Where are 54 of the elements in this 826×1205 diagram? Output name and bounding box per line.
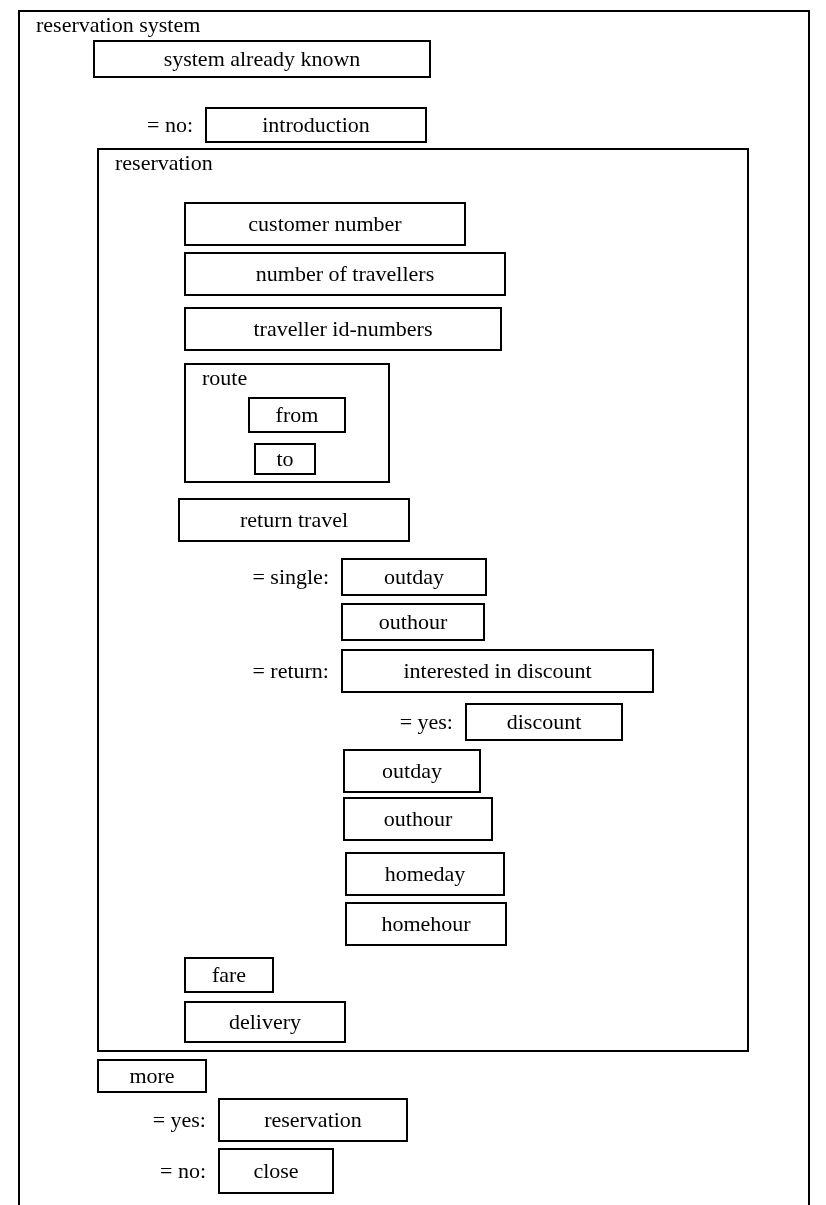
field-label: reservation [264,1109,362,1131]
field-label: introduction [262,114,370,136]
field-box [184,307,502,351]
condition-label: = yes: [152,1109,206,1131]
group-title: reservation [115,152,213,174]
field-label: from [275,404,319,426]
field-label: more [129,1065,175,1087]
field-box [178,498,410,542]
field-label: return travel [239,509,349,531]
field-box [465,703,623,741]
condition-label: = no: [159,1160,206,1182]
field-box [93,40,431,78]
field-label: homeday [384,863,466,885]
field-label: discount [506,711,582,733]
field-box [343,797,493,841]
field-box [184,1001,346,1043]
field-box [345,902,507,946]
condition-label: = yes: [399,711,453,733]
field-label: outhour [378,611,448,633]
field-label: system already known [163,48,361,70]
field-box [97,1059,207,1093]
field-box [184,202,466,246]
field-label: customer number [248,213,402,235]
field-box [341,649,654,693]
field-box [218,1098,408,1142]
field-label: close [253,1160,299,1182]
group-title: reservation system [36,14,201,36]
group-box [97,148,749,1052]
field-box [248,397,346,433]
group-box [18,10,810,1205]
field-box [205,107,427,143]
condition-label: = no: [146,114,193,136]
field-label: homehour [381,913,471,935]
field-label: fare [211,964,247,986]
field-box [218,1148,334,1194]
field-label: delivery [228,1011,302,1033]
field-label: outhour [383,808,453,830]
field-box [345,852,505,896]
field-box [184,957,274,993]
field-box [341,558,487,596]
group-title: route [202,367,248,389]
field-box [341,603,485,641]
field-label: to [276,448,294,470]
field-label: number of travellers [255,263,435,285]
group-box [184,363,390,483]
field-label: outday [382,760,442,782]
field-box [343,749,481,793]
field-box [184,252,506,296]
condition-label: = single: [252,566,329,588]
field-label: outday [384,566,444,588]
field-label: interested in discount [403,660,592,682]
condition-label: = return: [252,660,329,682]
field-label: traveller id-numbers [253,318,433,340]
field-box [254,443,316,475]
